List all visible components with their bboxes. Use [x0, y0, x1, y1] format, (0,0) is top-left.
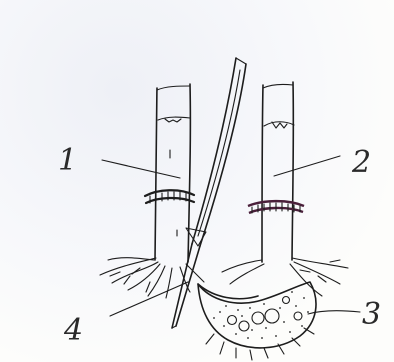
- label-1: 1: [58, 143, 77, 178]
- leader-line-2: [274, 156, 340, 176]
- right-shoot: [248, 82, 304, 262]
- right-roots: [222, 258, 348, 296]
- tuber: [198, 282, 316, 360]
- knife: [172, 58, 246, 328]
- label-4: 4: [63, 313, 83, 348]
- leader-line-1: [102, 160, 180, 178]
- left-shoot: [145, 84, 194, 262]
- label-2: 2: [351, 145, 371, 180]
- label-3: 3: [362, 297, 381, 332]
- left-roots: [100, 258, 204, 298]
